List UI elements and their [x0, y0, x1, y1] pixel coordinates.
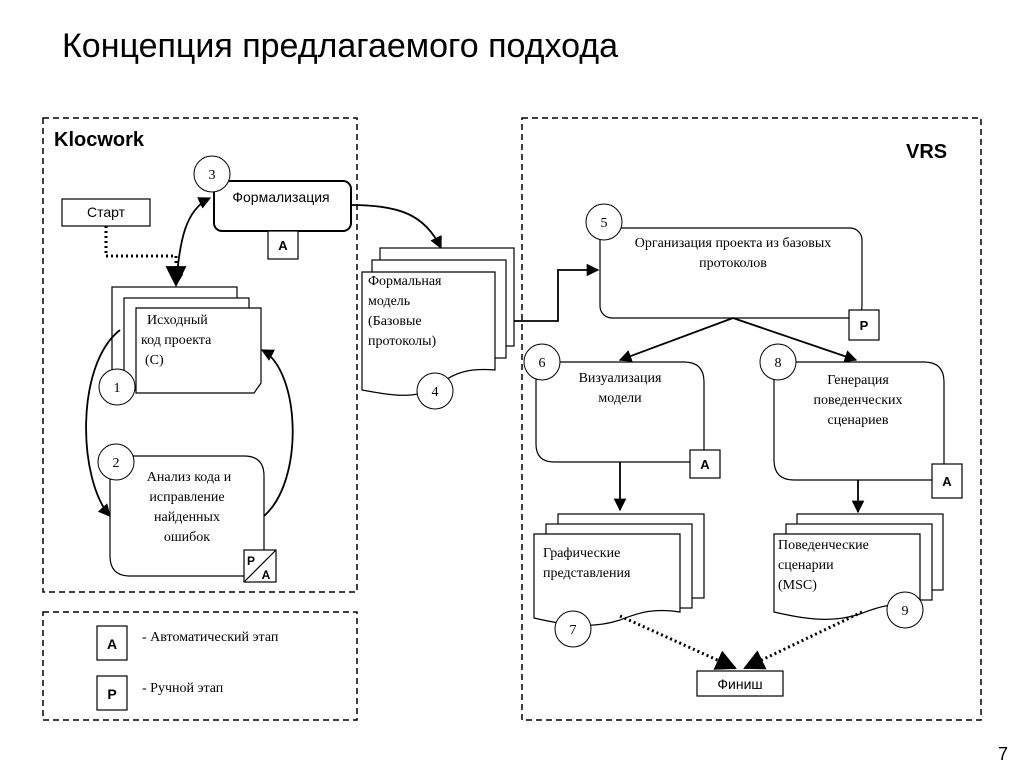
step-1-circle — [98, 368, 136, 406]
analysis-line-2: исправление — [149, 490, 224, 505]
source-code-line-2: код проекта — [141, 333, 212, 348]
legend-manual-badge-label: P — [107, 686, 116, 702]
organization-to-visualization-arrow — [618, 317, 734, 362]
legend-auto-badge-label: A — [107, 636, 117, 652]
step-3-number: 3 — [209, 168, 216, 183]
generation-badge-label: A — [942, 474, 952, 489]
scenarios-line-3: (MSC) — [778, 578, 817, 593]
source-code-line-3: (С) — [145, 353, 164, 368]
step-4-number: 4 — [432, 385, 439, 400]
start-label: Старт — [87, 204, 126, 220]
organization-manual-badge — [848, 309, 880, 341]
formal-model-arrow-in — [350, 204, 442, 250]
analysis-line-1: Анализ кода и — [147, 470, 232, 485]
model-to-organization-arrow — [514, 263, 600, 322]
start-box — [61, 198, 151, 227]
source-doc-front — [135, 307, 262, 394]
formal-model-line-4: протоколы) — [368, 334, 437, 349]
scenarios-line-2: сценарии — [778, 558, 834, 573]
source-code-line-1: Исходный — [147, 313, 208, 328]
step-6-number: 6 — [539, 356, 546, 371]
step-9-number: 9 — [902, 604, 909, 619]
formalization-badge-label: A — [278, 238, 288, 253]
analysis-line-4: ошибок — [164, 530, 210, 545]
formal-model-line-3: (Базовые — [368, 314, 422, 329]
legend-auto-text: - Автоматический этап — [142, 630, 279, 645]
klocwork-group — [42, 117, 358, 593]
organization-line-1: Организация проекта из базовых — [635, 236, 832, 251]
finish-box — [696, 670, 784, 697]
finish-label: Финиш — [717, 676, 762, 692]
formalization-label: Формализация — [232, 189, 329, 205]
analysis-badge-p: P — [247, 554, 255, 568]
analysis-badge-a: A — [262, 568, 271, 582]
analysis-to-source-arrow — [260, 349, 294, 517]
step-4-circle — [416, 372, 454, 410]
generation-line-2: поведенческих — [814, 393, 903, 408]
visualization-line-1: Визуализация — [579, 371, 662, 386]
vrs-group — [521, 117, 982, 721]
generation-line-3: сценариев — [828, 413, 889, 428]
legend-group — [42, 611, 358, 721]
generation-line-1: Генерация — [827, 373, 889, 388]
organization-line-2: протоколов — [699, 256, 767, 271]
source-formalization-arrow — [170, 197, 212, 287]
visualization-auto-badge — [689, 449, 721, 479]
analysis-line-3: найденных — [154, 510, 220, 525]
graphics-line-1: Графические — [543, 546, 620, 561]
graphics-doc-front — [533, 533, 681, 626]
analysis-badge-divider — [243, 549, 277, 583]
step-7-number: 7 — [570, 623, 577, 638]
step-5-number: 5 — [601, 216, 608, 231]
graphics-line-2: представления — [543, 566, 631, 581]
formalization-auto-badge — [267, 230, 299, 260]
step-2-circle — [97, 443, 135, 481]
graphics-to-finish-arrow — [619, 614, 737, 670]
formal-model-line-2: модель — [368, 294, 410, 309]
organization-badge-label: P — [860, 318, 869, 333]
source-to-analysis-arrow — [85, 329, 121, 517]
legend-auto-badge — [96, 625, 128, 661]
klocwork-label: Klocwork — [54, 129, 145, 151]
step-5-circle — [585, 203, 623, 241]
step-7-circle — [554, 610, 592, 648]
legend-manual-text: - Ручной этап — [142, 681, 224, 696]
step-3-circle — [193, 155, 231, 193]
step-8-number: 8 — [775, 356, 782, 371]
generation-auto-badge — [931, 463, 963, 499]
visualization-badge-label: A — [700, 457, 710, 472]
legend-manual-badge — [96, 675, 128, 711]
vrs-label: VRS — [906, 141, 947, 163]
step-9-circle — [886, 591, 924, 629]
visualization-line-2: модели — [598, 391, 642, 406]
scenarios-to-finish-arrow — [743, 610, 863, 670]
organization-to-generation-arrow — [732, 317, 858, 363]
start-connector — [104, 226, 187, 288]
step-8-circle — [759, 343, 797, 381]
step-1-number: 1 — [114, 381, 121, 396]
formal-model-line-1: Формальная — [368, 274, 442, 289]
page-number: 7 — [998, 744, 1008, 764]
page-title: Концепция предлагаемого подхода — [62, 27, 618, 65]
scenarios-line-1: Поведенческие — [778, 538, 869, 553]
step-2-number: 2 — [113, 456, 120, 471]
step-6-circle — [523, 343, 561, 381]
